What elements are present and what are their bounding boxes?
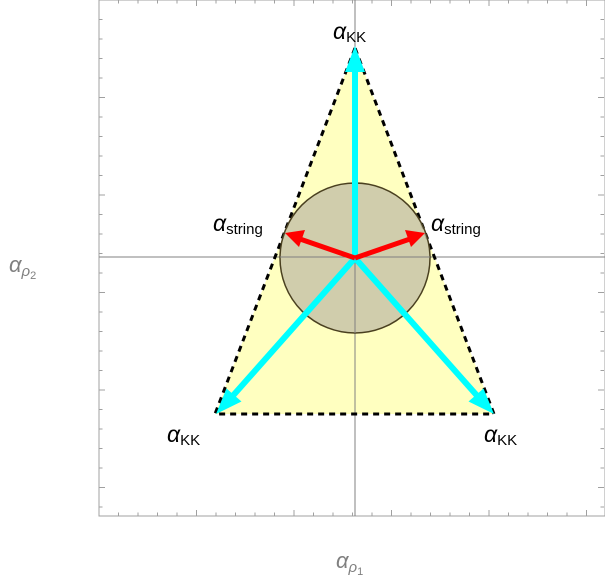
label-kk-top: αKK — [333, 18, 366, 46]
kk-arrow-left-head — [216, 388, 242, 414]
kk-arrow-top-head — [345, 46, 365, 72]
triangle-boundary — [212, 43, 497, 416]
label-kk-left: αKK — [167, 421, 200, 449]
label-string-right: αstring — [431, 210, 481, 238]
string-arrow-right-head — [405, 230, 425, 247]
label-string-left: αstring — [213, 210, 263, 238]
label-kk-right: αKK — [484, 421, 517, 449]
kk-arrows — [216, 46, 494, 414]
string-arrow-left — [299, 236, 356, 261]
frame-ticks — [99, 0, 604, 516]
kk-arrow-left — [227, 256, 358, 401]
string-arrow-left-head — [285, 230, 305, 247]
kk-arrow-right-head — [468, 388, 494, 414]
string-arrow-right — [354, 236, 411, 261]
string-arrows — [285, 230, 425, 261]
y-axis-title: αρ2 — [9, 252, 36, 282]
x-axis-title: αρ1 — [336, 548, 363, 578]
kk-arrow-right — [352, 256, 483, 401]
